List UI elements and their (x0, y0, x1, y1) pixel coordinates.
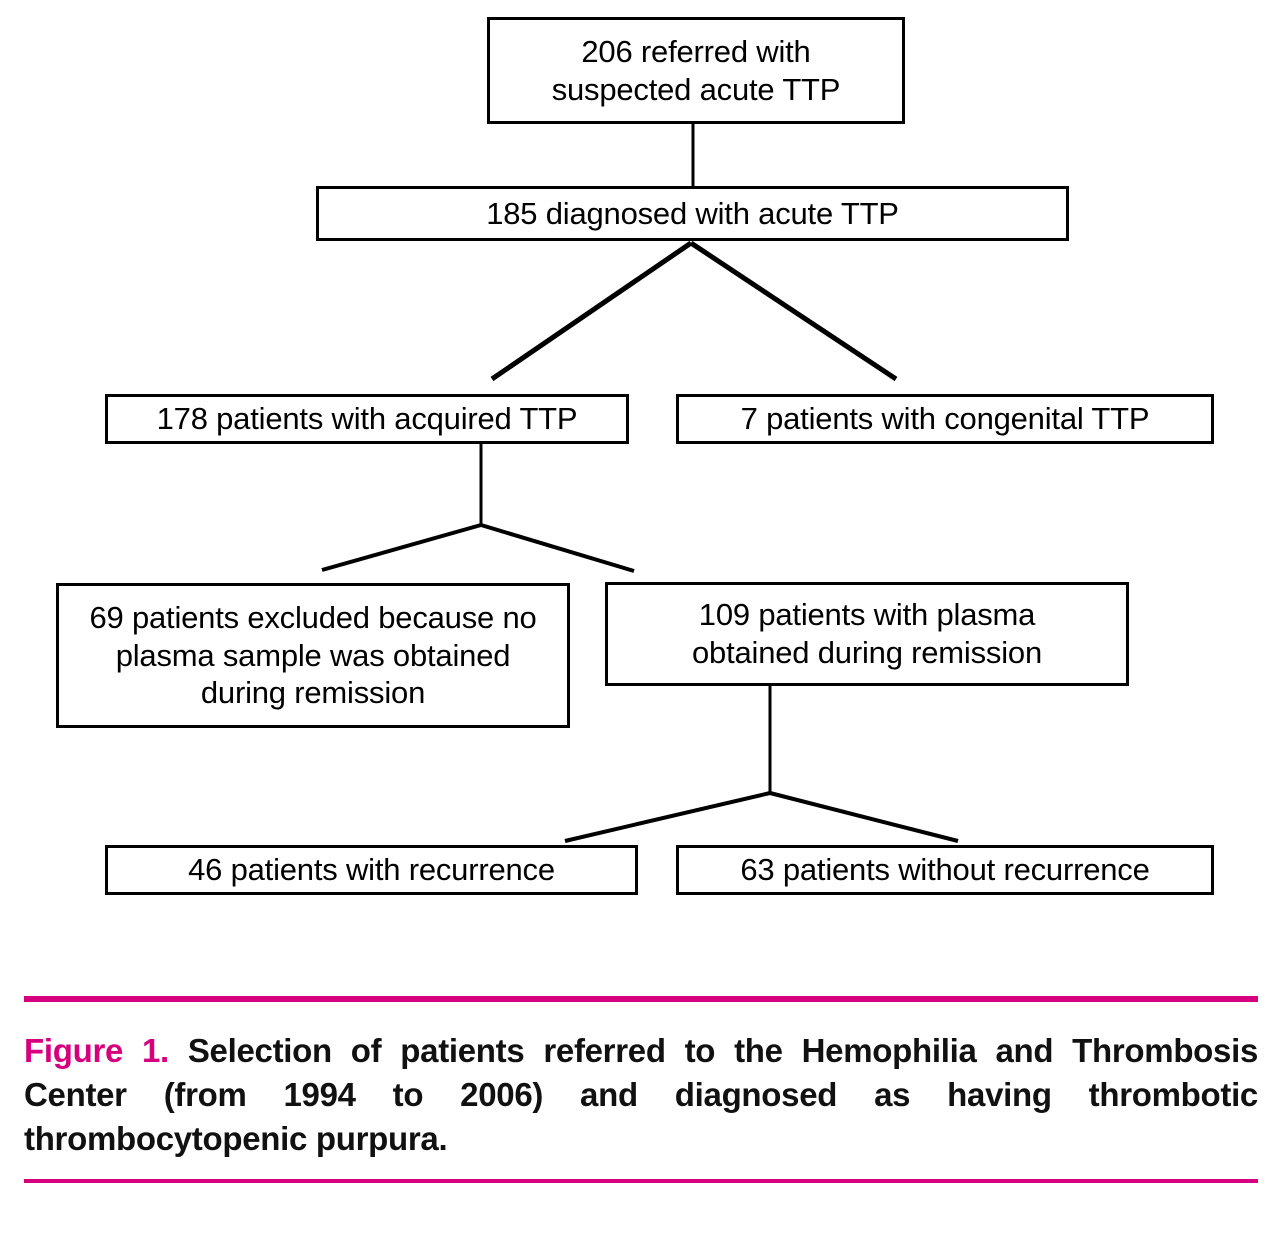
connector-acquired-to-remission (480, 523, 635, 573)
caption-rule-top (24, 996, 1258, 1002)
node-patients-without-recurrence: 63 patients without recurrence (676, 845, 1214, 895)
node-congenital-ttp: 7 patients with congenital TTP (676, 394, 1214, 444)
node-acquired-ttp: 178 patients with acquired TTP (105, 394, 629, 444)
flowchart-connectors (321, 123, 959, 843)
figure-label: Figure 1. (24, 1032, 169, 1069)
node-excluded-no-plasma-sample: 69 patients excluded because no plasma s… (56, 583, 570, 728)
connector-remission-to-norecurrence (769, 791, 959, 843)
node-patients-with-recurrence: 46 patients with recurrence (105, 845, 638, 895)
figure-caption: Figure 1. Selection of patients referred… (24, 1029, 1258, 1161)
node-referred-suspected-ttp: 206 referred with suspected acute TTP (487, 17, 905, 124)
connector-acquired-to-excluded (321, 523, 482, 572)
caption-rule-bottom (24, 1178, 1258, 1183)
connector-diagnosed-to-acquired (490, 240, 693, 382)
node-diagnosed-acute-ttp: 185 diagnosed with acute TTP (316, 186, 1069, 241)
figure-caption-text: Selection of patients referred to the He… (24, 1032, 1259, 1157)
node-plasma-obtained-during-remission: 109 patients with plasma obtained during… (605, 582, 1129, 686)
connector-remission-to-recurrence (564, 791, 771, 843)
connector-diagnosed-to-congenital (689, 240, 898, 382)
flowchart-diagram: 206 referred with suspected acute TTP 18… (56, 17, 1214, 895)
figure-caption-block: Figure 1. Selection of patients referred… (24, 996, 1258, 1183)
